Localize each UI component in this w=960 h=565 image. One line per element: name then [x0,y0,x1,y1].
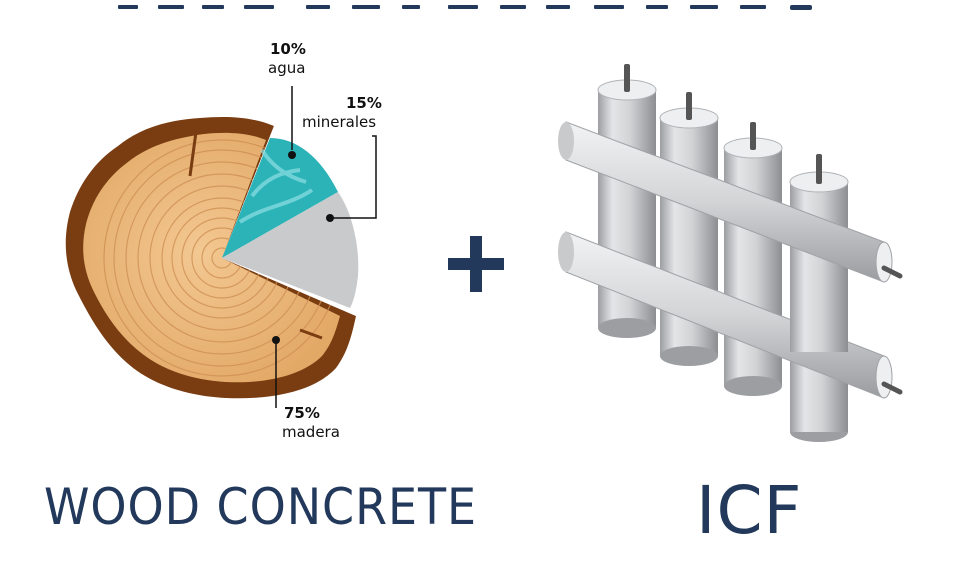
icf-caption: ICF [696,472,803,549]
icf-upper-rail [558,121,903,283]
minerals-percent: 15% [346,94,382,112]
water-pattern [238,148,314,224]
water-percent: 10% [270,40,306,58]
wood-percent: 75% [284,404,320,422]
wood-log-diagram: 10% agua 15% minerales 75% madera [65,40,382,441]
minerals-segment [222,192,359,308]
water-segment [222,138,338,258]
icf-lower-rail [558,231,903,399]
wood-concrete-caption: WOOD CONCRETE [44,478,477,536]
minerals-label: minerales [302,113,376,131]
minerals-marker [326,214,334,222]
illustration-canvas: 10% agua 15% minerales 75% madera [65,40,903,442]
wood-crack [299,328,323,340]
icf-front-column-overlap [790,290,848,432]
icf-block-illustration [558,64,903,442]
water-marker [288,151,296,159]
leader-lines [275,86,377,408]
water-label: agua [268,59,305,77]
plus-sign [448,236,504,292]
icf-column [723,122,783,396]
wood-marker [272,336,280,344]
wood-label: madera [282,423,340,441]
cropped-heading-strip [0,0,960,10]
wood-crack [188,131,198,177]
